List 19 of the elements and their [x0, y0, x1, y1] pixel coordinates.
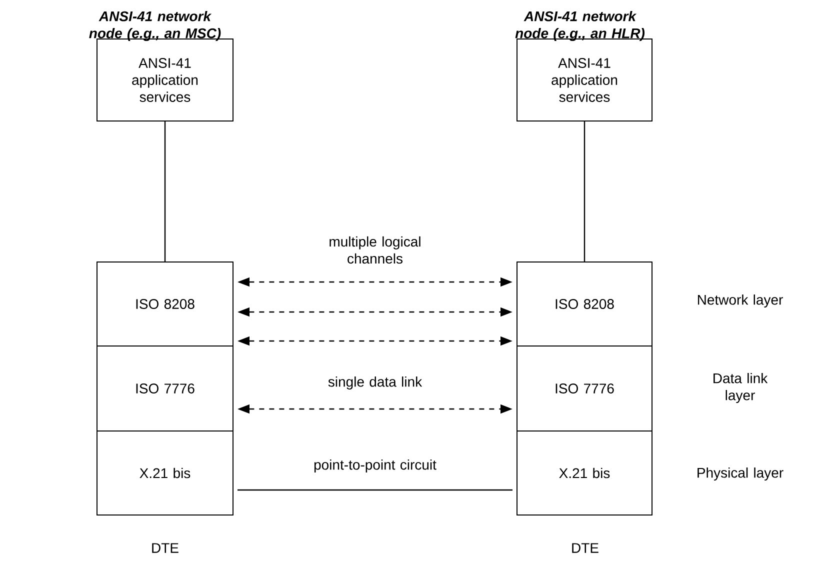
device-label: DTE — [572, 543, 598, 553]
layer-box: ANSI-41 application services — [516, 38, 652, 122]
layer-box: ANSI-41 application services — [96, 38, 234, 122]
node-heading: ANSI-41 network node (e.g., an MSC) — [89, 10, 221, 42]
layer-box: ISO 7776 — [96, 346, 234, 432]
device-label: DTE — [152, 543, 178, 553]
layer-label: Network layer — [698, 294, 783, 308]
layer-box: X.21 bis — [96, 430, 234, 516]
connector-line — [584, 122, 586, 262]
layer-box: ISO 8208 — [516, 262, 652, 346]
layer-label: Physical layer — [698, 467, 784, 481]
edge-label: multiple logical channels — [330, 236, 420, 264]
edge-label: single data link — [328, 376, 422, 390]
layer-box: X.21 bis — [516, 430, 652, 516]
layer-box: ISO 7776 — [516, 346, 652, 432]
layer-box: ISO 8208 — [96, 262, 234, 346]
layer-label: Data link layer — [714, 372, 768, 404]
connector-line — [164, 122, 166, 262]
edge-label: point-to-point circuit — [314, 459, 436, 473]
